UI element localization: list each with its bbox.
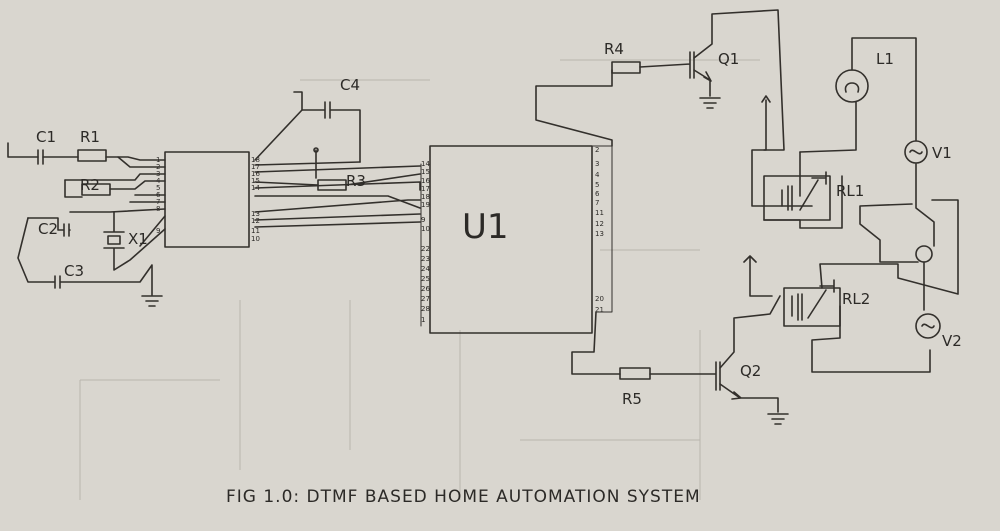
u1-pin-label: 21 (595, 306, 604, 314)
u1-pin-label: 26 (421, 285, 430, 293)
relay-rl1 (751, 95, 857, 229)
u1-pin-label: 23 (421, 255, 430, 263)
decoder-pin-label: 11 (251, 227, 260, 235)
u1-pin-label: 17 (421, 185, 430, 193)
rl1-label: RL1 (836, 182, 864, 200)
decoder-pin-label: 16 (251, 170, 260, 178)
q1-driver (535, 9, 785, 151)
v1-label: V1 (932, 144, 952, 162)
decoder-pin-label: 12 (251, 217, 260, 225)
v2-label: V2 (942, 332, 962, 350)
c2-label: C2 (38, 220, 58, 238)
u1-pin-label: 7 (595, 199, 599, 207)
decoder-pin-label: 10 (251, 235, 260, 243)
u1-pin-label: 13 (595, 230, 604, 238)
input-network (7, 142, 166, 307)
r2-label: R2 (80, 176, 100, 194)
c1-label: C1 (36, 128, 56, 146)
decoder-pin-label: 7 (156, 198, 160, 206)
decoder-pin-label: 9 (156, 227, 160, 235)
q1-label: Q1 (718, 50, 739, 68)
u1-pin-label: 18 (421, 193, 430, 201)
u1-pin-label: 11 (595, 209, 604, 217)
decoder-pin-label: 4 (156, 177, 161, 185)
u1-pin-label: 3 (595, 160, 599, 168)
u1-pin-label: 28 (421, 305, 430, 313)
load-and-sources (835, 37, 941, 339)
decoder-pin-label: 8 (156, 205, 160, 213)
decoder-pin-label: 5 (156, 184, 160, 192)
u1-label: U1 (462, 207, 509, 247)
u1-pin-label: 20 (595, 295, 604, 303)
c4-r3-network (254, 91, 421, 228)
x1-label: X1 (128, 230, 148, 248)
u1-pin-label: 25 (421, 275, 430, 283)
decoder-pin-label: 1 (156, 156, 160, 164)
r3-label: R3 (346, 172, 366, 190)
q2-label: Q2 (740, 362, 761, 380)
u1-pin-label: 19 (421, 201, 430, 209)
c3-label: C3 (64, 262, 84, 280)
u1-pin-label: 5 (595, 181, 599, 189)
decoder-pin-label: 15 (251, 177, 260, 185)
u1-pin-label: 2 (595, 146, 599, 154)
decoder-pin-label: 17 (251, 163, 260, 171)
r1-label: R1 (80, 128, 100, 146)
dtmf-decoder-ic: 1 2 3 4 5 6 7 8 9 18 17 16 15 14 13 12 1… (156, 151, 260, 248)
u1-pin-label: 6 (595, 190, 600, 198)
l1-label: L1 (876, 50, 894, 68)
u1-pin-label: 27 (421, 295, 430, 303)
u1-pin-label: 1 (421, 316, 425, 324)
figure-caption: FIG 1.0: DTMF BASED HOME AUTOMATION SYST… (226, 487, 701, 507)
c4-label: C4 (340, 76, 360, 94)
u1-pin-label: 4 (595, 171, 600, 179)
r5-label: R5 (622, 390, 642, 408)
u1-pin-label: 22 (421, 245, 430, 253)
u1-microcontroller: 14 15 16 17 18 19 9 10 22 23 24 25 26 27… (420, 145, 613, 334)
u1-pin-label: 16 (421, 177, 430, 185)
paper-bleed-lines (79, 59, 760, 500)
u1-pin-label: 10 (421, 225, 430, 233)
u1-pin-label: 14 (421, 160, 430, 168)
rl2-label: RL2 (842, 290, 870, 308)
relay-rl2 (743, 199, 959, 373)
u1-pin-label: 24 (421, 265, 430, 273)
r4-label: R4 (604, 40, 624, 58)
u1-pin-label: 9 (421, 216, 425, 224)
decoder-pin-label: 6 (156, 191, 161, 199)
decoder-pin-label: 13 (251, 210, 260, 218)
decoder-pin-label: 3 (156, 170, 160, 178)
u1-pin-label: 12 (595, 220, 604, 228)
q2-driver (571, 295, 789, 425)
u1-pin-label: 15 (421, 168, 430, 176)
decoder-pin-label: 2 (156, 163, 160, 171)
